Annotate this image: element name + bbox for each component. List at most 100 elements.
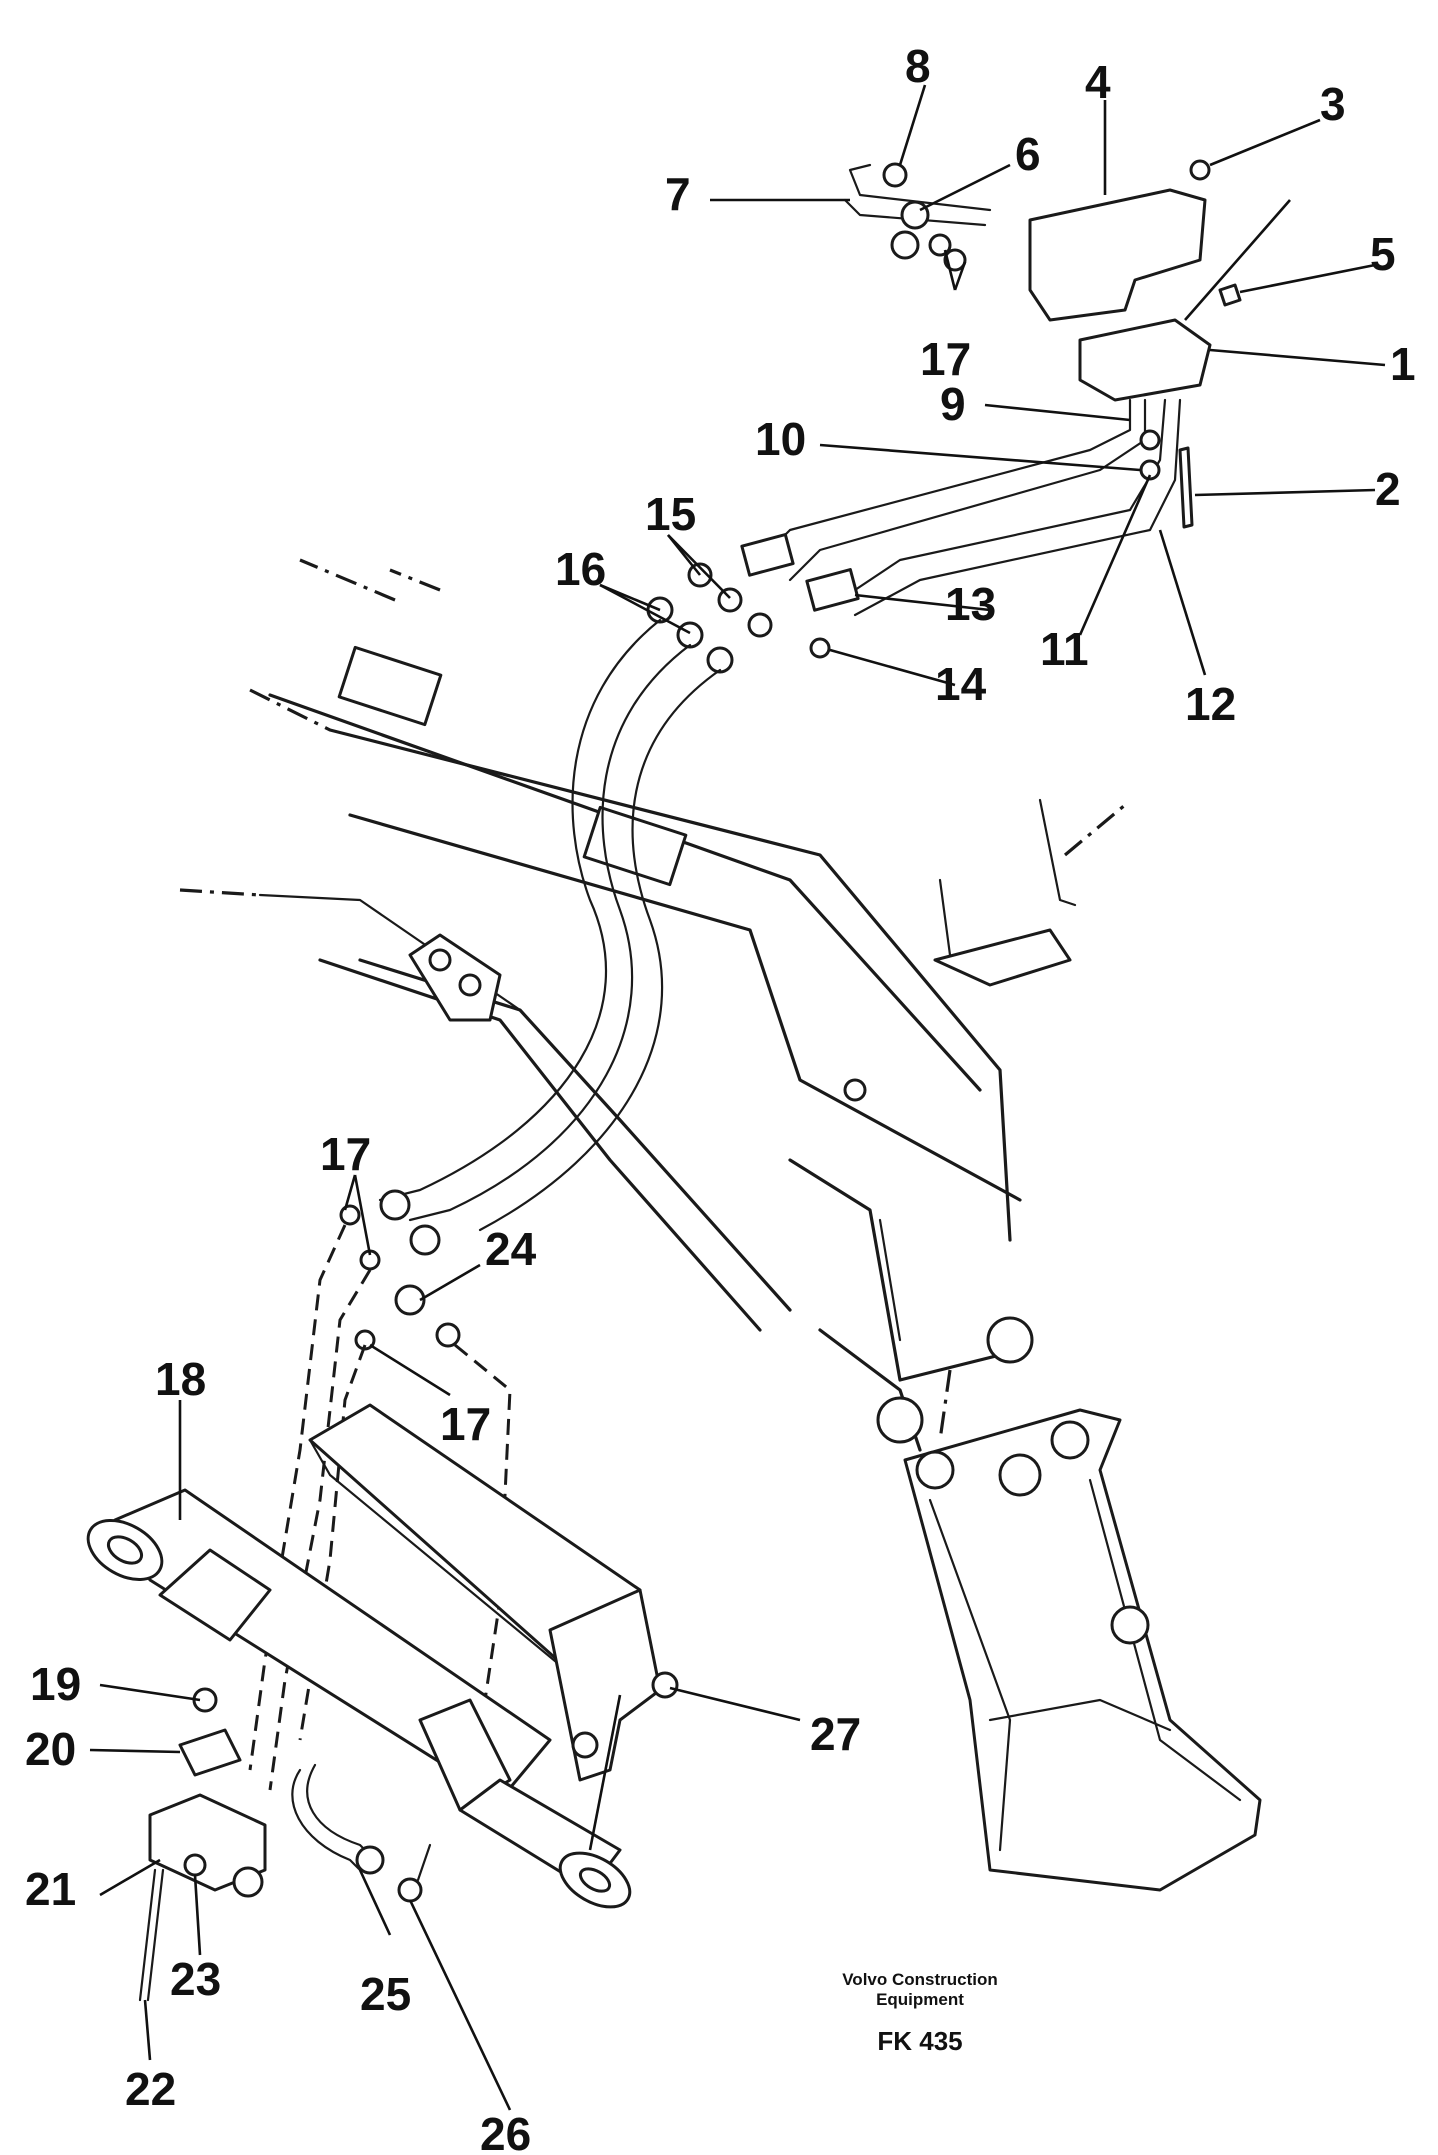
fitting-11 bbox=[1139, 429, 1161, 451]
callout-7: 7 bbox=[665, 168, 691, 220]
leader-13 bbox=[854, 593, 991, 612]
clamp-13-b bbox=[805, 568, 860, 612]
valve-block-21 bbox=[148, 1793, 267, 1892]
boom-foot-bracket bbox=[933, 928, 1072, 987]
callout-15: 15 bbox=[645, 488, 696, 540]
leader-17-mid-a bbox=[343, 1174, 357, 1211]
leader-5 bbox=[1239, 263, 1376, 294]
boom-hinge-pin bbox=[843, 1078, 867, 1102]
leader-lines bbox=[89, 84, 1386, 2111]
leader-1 bbox=[1209, 348, 1386, 367]
callout-21: 21 bbox=[25, 1863, 76, 1915]
decal-plate-lower bbox=[582, 805, 688, 887]
boom-clamp-bracket bbox=[408, 933, 502, 1022]
leader-10 bbox=[819, 443, 1141, 472]
leader-17-mid-b bbox=[353, 1174, 372, 1256]
leader-24 bbox=[419, 1263, 481, 1302]
bracket-pin-right bbox=[1050, 1420, 1090, 1460]
bracket-hole-b bbox=[458, 973, 482, 997]
leader-9 bbox=[984, 403, 1131, 422]
clevis-bracket-27 bbox=[548, 1588, 662, 1782]
fitting-15-c bbox=[747, 612, 773, 638]
fitting-24-b bbox=[435, 1322, 461, 1348]
callout-labels: 3 4 5 6 7 8 1 2 9 10 11 12 13 14 15 16 1… bbox=[25, 40, 1416, 2155]
callout-13: 13 bbox=[945, 578, 996, 630]
callout-18: 18 bbox=[155, 1353, 206, 1405]
callout-1: 1 bbox=[1390, 338, 1416, 390]
fitting-12 bbox=[1139, 459, 1161, 481]
fitting-15-b bbox=[717, 587, 743, 613]
hose-end-16-b bbox=[676, 621, 704, 649]
nut-3 bbox=[1189, 159, 1211, 181]
callout-10: 10 bbox=[755, 413, 806, 465]
leader-17-low bbox=[369, 1343, 451, 1397]
leader-14 bbox=[829, 648, 956, 687]
leader-20 bbox=[89, 1748, 181, 1754]
callout-3: 3 bbox=[1320, 78, 1346, 130]
elbow-26 bbox=[397, 1877, 423, 1903]
boom bbox=[179, 558, 1127, 1452]
callout-11: 11 bbox=[1040, 623, 1089, 675]
leader-3 bbox=[1209, 118, 1321, 167]
screw-14 bbox=[809, 637, 831, 659]
leader-16b bbox=[599, 583, 691, 635]
hose-coupling-a bbox=[379, 1189, 411, 1221]
mounting-plate-4 bbox=[1028, 188, 1207, 322]
leader-12 bbox=[1158, 529, 1207, 676]
callout-24: 24 bbox=[485, 1223, 537, 1275]
leader-26 bbox=[408, 1899, 512, 2111]
hose-coupling-b bbox=[409, 1224, 441, 1256]
bracket-hole-a bbox=[428, 948, 452, 972]
piston-housing bbox=[418, 1698, 512, 1812]
callout-22: 22 bbox=[125, 2063, 176, 2115]
footer: Volvo Construction Equipment FK 435 bbox=[842, 1970, 998, 2056]
leader-22 bbox=[143, 1999, 152, 2061]
leader-27-b bbox=[588, 1694, 622, 1851]
hose-coupling-25 bbox=[355, 1845, 385, 1875]
callout-26: 26 bbox=[480, 2108, 531, 2155]
leader-15b bbox=[667, 534, 731, 599]
adapter-6 bbox=[900, 200, 930, 230]
nut-fitting-7 bbox=[890, 230, 920, 260]
clamp-13-a bbox=[740, 533, 795, 577]
leader-25 bbox=[358, 1869, 392, 1936]
leader-6 bbox=[919, 163, 1011, 212]
cylinder-gland bbox=[158, 1548, 272, 1642]
leader-27 bbox=[669, 1686, 801, 1722]
leader-17-top-b bbox=[953, 261, 967, 291]
callout-9: 9 bbox=[940, 378, 966, 430]
valve-block-1 bbox=[1078, 318, 1212, 402]
screw-5 bbox=[1218, 283, 1242, 307]
decal-plate-upper bbox=[337, 645, 443, 727]
callout-25: 25 bbox=[360, 1968, 411, 2020]
callout-27: 27 bbox=[810, 1708, 861, 1760]
leader-8 bbox=[898, 84, 927, 166]
callout-14: 14 bbox=[935, 658, 987, 710]
bracket-lug bbox=[1110, 1605, 1150, 1645]
callout-5: 5 bbox=[1370, 228, 1396, 280]
valve-assembly bbox=[646, 159, 1242, 674]
o-ring-23 bbox=[183, 1853, 207, 1877]
leader-21 bbox=[99, 1858, 161, 1897]
leader-17-top-a bbox=[943, 249, 957, 291]
leader-11 bbox=[1078, 474, 1152, 636]
boom-hoses bbox=[248, 618, 722, 1801]
cylinder-eye-hole bbox=[106, 1535, 144, 1565]
leader-1-top bbox=[1184, 199, 1291, 321]
callout-16: 16 bbox=[555, 543, 606, 595]
callout-8: 8 bbox=[905, 40, 931, 92]
callout-17-mid: 17 bbox=[320, 1128, 371, 1180]
bracket-pin-mid bbox=[998, 1453, 1042, 1497]
fitting-17-mid-a bbox=[339, 1204, 361, 1226]
block-20 bbox=[178, 1728, 242, 1777]
elbow-24 bbox=[394, 1284, 426, 1316]
clevis-hole-b bbox=[571, 1731, 599, 1759]
bracket-pin-left bbox=[915, 1450, 955, 1490]
manufacturer-line-2: Equipment bbox=[876, 1990, 964, 2009]
rod-eye-hole bbox=[578, 1867, 612, 1893]
fitting-8 bbox=[882, 162, 908, 188]
callout-19: 19 bbox=[30, 1658, 81, 1710]
leader-2 bbox=[1194, 488, 1376, 497]
drawing-code: FK 435 bbox=[877, 2026, 962, 2056]
